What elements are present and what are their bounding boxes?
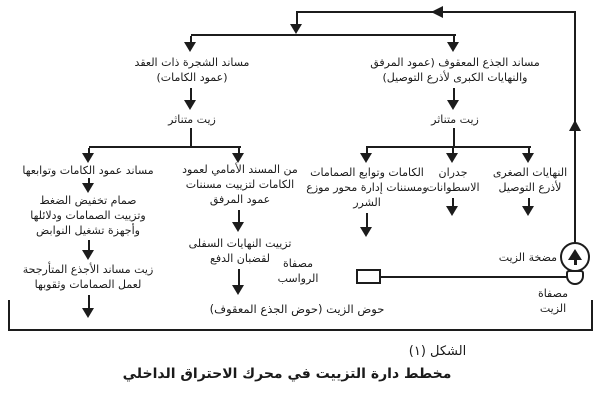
connector — [190, 88, 192, 100]
node-cylinder-walls: جدران الاسطوانات — [426, 166, 480, 194]
oil-pump-label: مضخة الزيت — [498, 251, 557, 264]
sump-left-wall — [8, 300, 10, 331]
arrow-down-icon — [82, 250, 94, 260]
node-camshaft-bearings: مساند الشجرة ذات العقد (عمود الكامات) — [134, 56, 250, 84]
arrow-down-icon — [522, 206, 534, 216]
node-cam-supports: مساند عمود الكامات وتوابعها — [22, 164, 154, 177]
arrow-down-icon — [446, 206, 458, 216]
connector — [190, 128, 192, 146]
connector — [88, 240, 90, 250]
sump-right-wall — [591, 300, 593, 331]
arrow-down-icon — [184, 100, 196, 110]
oil-strainer-label: مصفاة الزيت — [537, 287, 569, 315]
sump-bottom-line — [8, 329, 593, 331]
node-crankshaft-bearings: مساند الجذع المعقوف (عمود المرفق والنهاي… — [370, 56, 540, 84]
node-splash-oil-left: زيت متناثر — [168, 113, 216, 126]
connector — [366, 148, 368, 153]
connector — [452, 148, 454, 153]
oil-pump-icon — [560, 242, 590, 272]
node-pushrod-ends: تزييت النهايات السفلى لقضبان الدفع — [188, 237, 292, 265]
level3-split-line — [89, 146, 241, 148]
arrow-down-icon — [232, 153, 244, 163]
figure-title: مخطط دارة التزييت في محرك الاحتراق الداخ… — [122, 366, 452, 382]
connector — [453, 128, 455, 146]
arrow-down-icon — [522, 153, 534, 163]
node-pressure-relief: صمام تخفيض الضغط وتزييت الصمامات ودلائله… — [30, 194, 146, 237]
oil-pickup-icon — [566, 270, 584, 285]
level2-split-line — [191, 34, 456, 36]
connector — [88, 178, 90, 183]
top-feed-drop — [296, 11, 298, 25]
arrow-down-icon — [360, 153, 372, 163]
arrow-down-icon — [360, 227, 372, 237]
figure-number: الشكل (١) — [408, 344, 467, 359]
left-branch-stub — [190, 36, 192, 42]
node-rocker-oil: زيت مساند الأجذع المتأرجحة لعمل الصمامات… — [22, 263, 154, 291]
right-branch-stub — [453, 36, 455, 42]
connector — [88, 295, 90, 308]
node-front-bearing: من المسند الأمامي لعمود الكامات لتزييت م… — [182, 163, 298, 206]
arrow-down-icon — [232, 222, 244, 232]
connector — [88, 148, 90, 153]
connector — [366, 213, 368, 227]
connector — [238, 210, 240, 222]
left-branch-arrow-icon — [184, 42, 196, 52]
suction-line — [380, 276, 570, 278]
connector — [452, 198, 454, 206]
feed-arrow-icon — [290, 24, 302, 34]
sediment-strainer-box — [356, 269, 381, 284]
node-cams-followers: الكامات وتوابع الصمامات ومسننات إدارة مح… — [306, 166, 428, 209]
riser-up-arrow-icon — [569, 120, 581, 131]
connector — [238, 148, 240, 153]
arrow-down-icon — [82, 308, 94, 318]
node-splash-oil-right: زيت متناثر — [431, 113, 479, 126]
right-branch-arrow-icon — [447, 42, 459, 52]
level4-split-line — [366, 146, 531, 148]
arrow-down-icon — [82, 153, 94, 163]
arrow-down-icon — [446, 153, 458, 163]
arrow-down-icon — [447, 100, 459, 110]
sump-label: حوض الزيت (حوض الجذع المعقوف) — [209, 302, 385, 316]
connector — [238, 269, 240, 285]
connector — [528, 198, 530, 206]
connector — [528, 148, 530, 153]
connector — [453, 88, 455, 100]
arrow-down-icon — [232, 285, 244, 295]
node-small-ends: النهايات الصغرى لأذرع التوصيل — [492, 166, 568, 194]
pump-arrow-icon — [568, 249, 582, 260]
pump-arrow-stem — [573, 259, 577, 265]
arrow-down-icon — [82, 183, 94, 193]
sediment-strainer-label: مصفاة الرواسب — [277, 257, 319, 285]
flow-left-arrow-icon — [431, 6, 443, 18]
